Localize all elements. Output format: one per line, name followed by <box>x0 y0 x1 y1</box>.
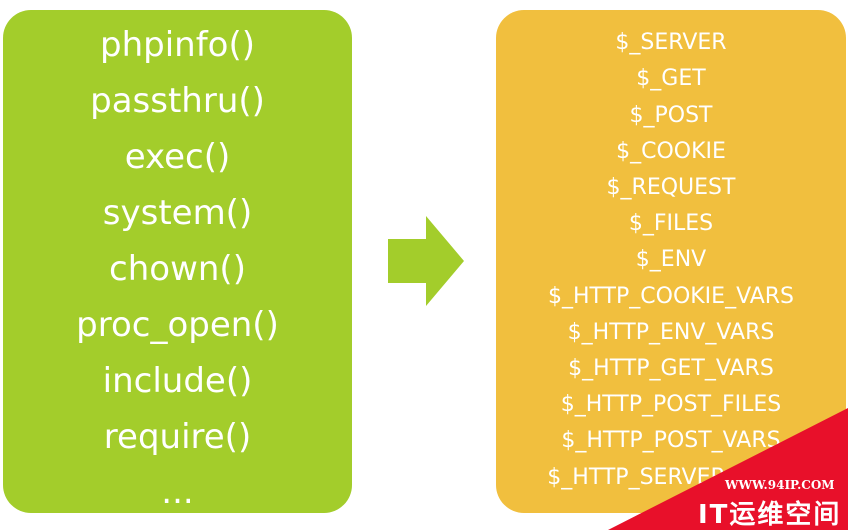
variable-item-get: $_GET <box>636 66 706 91</box>
superglobals-panel: $_SERVER $_GET $_POST $_COOKIE $_REQUEST… <box>496 10 846 513</box>
function-item-exec: exec() <box>124 137 231 177</box>
variable-item-server: $_SERVER <box>615 30 727 55</box>
function-item-phpinfo: phpinfo() <box>99 25 255 65</box>
right-arrow-icon <box>388 216 464 306</box>
function-item-proc-open: proc_open() <box>76 305 279 345</box>
variable-item-http-get-vars: $_HTTP_GET_VARS <box>568 356 774 381</box>
function-item-chown: chown() <box>109 249 246 289</box>
function-item-passthru: passthru() <box>90 81 265 121</box>
variable-item-files: $_FILES <box>628 211 714 236</box>
variable-item-http-cookie-vars: $_HTTP_COOKIE_VARS <box>547 284 795 309</box>
function-item-ellipsis: ... <box>161 472 194 512</box>
function-item-include: include() <box>102 361 253 401</box>
variable-item-http-post-files: $_HTTP_POST_FILES <box>560 392 782 417</box>
watermark-url: WWW.94IP.COM <box>725 478 835 492</box>
watermark-brand: IT运维空间 <box>698 500 842 530</box>
variable-item-request: $_REQUEST <box>606 175 736 200</box>
function-item-system: system() <box>102 193 253 233</box>
variable-item-http-env-vars: $_HTTP_ENV_VARS <box>567 320 775 345</box>
dangerous-functions-panel: phpinfo() passthru() exec() system() cho… <box>3 10 352 513</box>
variable-item-post: $_POST <box>629 103 713 128</box>
variable-item-cookie: $_COOKIE <box>616 139 726 164</box>
watermark-triangle <box>608 408 848 530</box>
variable-item-http-post-vars: $_HTTP_POST_VARS <box>561 428 781 453</box>
function-item-require: require() <box>103 417 252 457</box>
variable-item-env: $_ENV <box>635 247 707 272</box>
